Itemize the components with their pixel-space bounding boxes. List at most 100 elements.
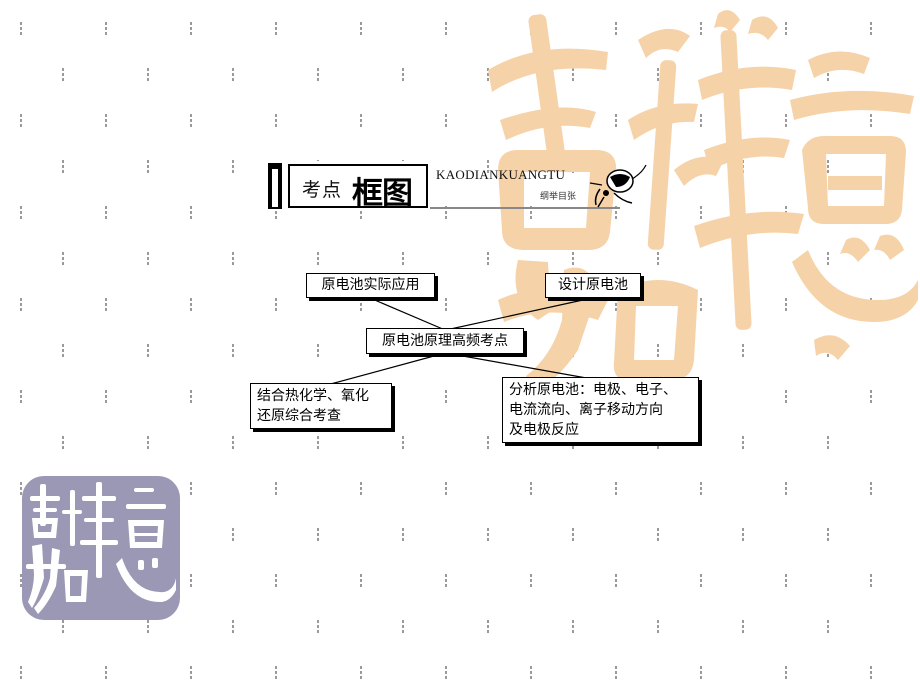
dot-mark [785,482,787,495]
node-analyze-line-3: 及电极反应 [509,422,579,438]
dot-mark [232,528,234,541]
dot-mark [572,528,574,541]
dot-mark [190,574,192,587]
dot-mark [615,114,617,127]
dot-mark [402,436,404,449]
dot-mark [105,390,107,403]
dot-mark [785,114,787,127]
dot-mark [232,160,234,173]
dot-mark [572,620,574,633]
dot-mark [360,574,362,587]
dot-mark [700,298,702,311]
dot-mark [700,22,702,35]
dot-mark [232,252,234,265]
dot-mark [870,22,872,35]
dot-mark [402,620,404,633]
header-title-prefix: 考点 [302,179,343,201]
dot-mark [62,160,64,173]
node-application: 原电池实际应用 [306,273,435,298]
dot-mark [402,528,404,541]
dot-mark [232,68,234,81]
dot-mark [147,160,149,173]
dot-mark [62,344,64,357]
dot-mark [105,114,107,127]
dot-mark [657,620,659,633]
node-analyze: 分析原电池：电极、电子、 电流流向、离子移动方向 及电极反应 [502,377,699,443]
dot-mark [445,298,447,311]
dot-mark [275,482,277,495]
dot-mark [700,666,702,679]
node-center-topic: 原电池原理高频考点 [366,328,524,354]
dot-mark [445,666,447,679]
dot-mark [360,298,362,311]
dot-mark [360,22,362,35]
dot-mark [232,344,234,357]
header-title-main: 框图 [352,176,413,212]
dot-mark [20,390,22,403]
connector-center-to-combine [326,352,446,386]
dot-mark [870,114,872,127]
dot-mark [785,666,787,679]
dot-mark [317,528,319,541]
dot-mark [615,22,617,35]
dot-mark [657,68,659,81]
dot-mark [785,390,787,403]
header-underline [430,207,620,209]
header-pinyin: KAODIANKUANGTU [436,167,566,182]
auspicious-seal-small [22,476,180,620]
dot-mark [402,252,404,265]
node-analyze-line-2: 电流流向、离子移动方向 [509,402,663,418]
dot-mark [62,68,64,81]
dot-mark [275,666,277,679]
dot-mark [827,252,829,265]
dot-mark [190,206,192,219]
dot-mark [615,482,617,495]
connector-center-to-application [369,297,446,331]
dot-mark [62,252,64,265]
dot-mark [700,574,702,587]
dot-mark [657,252,659,265]
dot-mark [20,574,22,587]
dot-mark [275,114,277,127]
node-combine: 结合热化学、氧化 还原综合考查 [250,383,392,429]
dot-mark [445,574,447,587]
dot-mark [105,666,107,679]
node-design: 设计原电池 [545,273,641,298]
dot-mark [20,22,22,35]
dot-mark [827,436,829,449]
node-application-label: 原电池实际应用 [321,277,420,293]
dot-mark [190,114,192,127]
dot-mark [657,344,659,357]
dot-mark [487,252,489,265]
dot-mark [275,298,277,311]
dot-mark [487,68,489,81]
connector-center-to-design [445,297,593,331]
dot-mark [445,22,447,35]
globe-figure-icon [589,164,647,208]
dot-mark [232,620,234,633]
dot-mark [445,114,447,127]
dot-mark [147,68,149,81]
dot-mark [530,482,532,495]
node-center-label: 原电池原理高频考点 [382,333,508,349]
dot-mark [105,22,107,35]
dot-mark [785,22,787,35]
node-design-label: 设计原电池 [558,277,628,293]
dot-mark [530,666,532,679]
auspicious-seal-large [488,10,918,392]
dot-mark [105,206,107,219]
dot-mark [742,620,744,633]
dot-mark [785,298,787,311]
dot-mark [402,68,404,81]
dot-mark [700,390,702,403]
dot-mark [615,666,617,679]
node-combine-line-1: 结合热化学、氧化 [257,388,369,404]
dot-mark [275,22,277,35]
dot-mark [742,344,744,357]
dot-mark [870,482,872,495]
dot-mark [445,390,447,403]
dot-mark [20,482,22,495]
dot-mark [62,436,64,449]
dot-mark [105,298,107,311]
